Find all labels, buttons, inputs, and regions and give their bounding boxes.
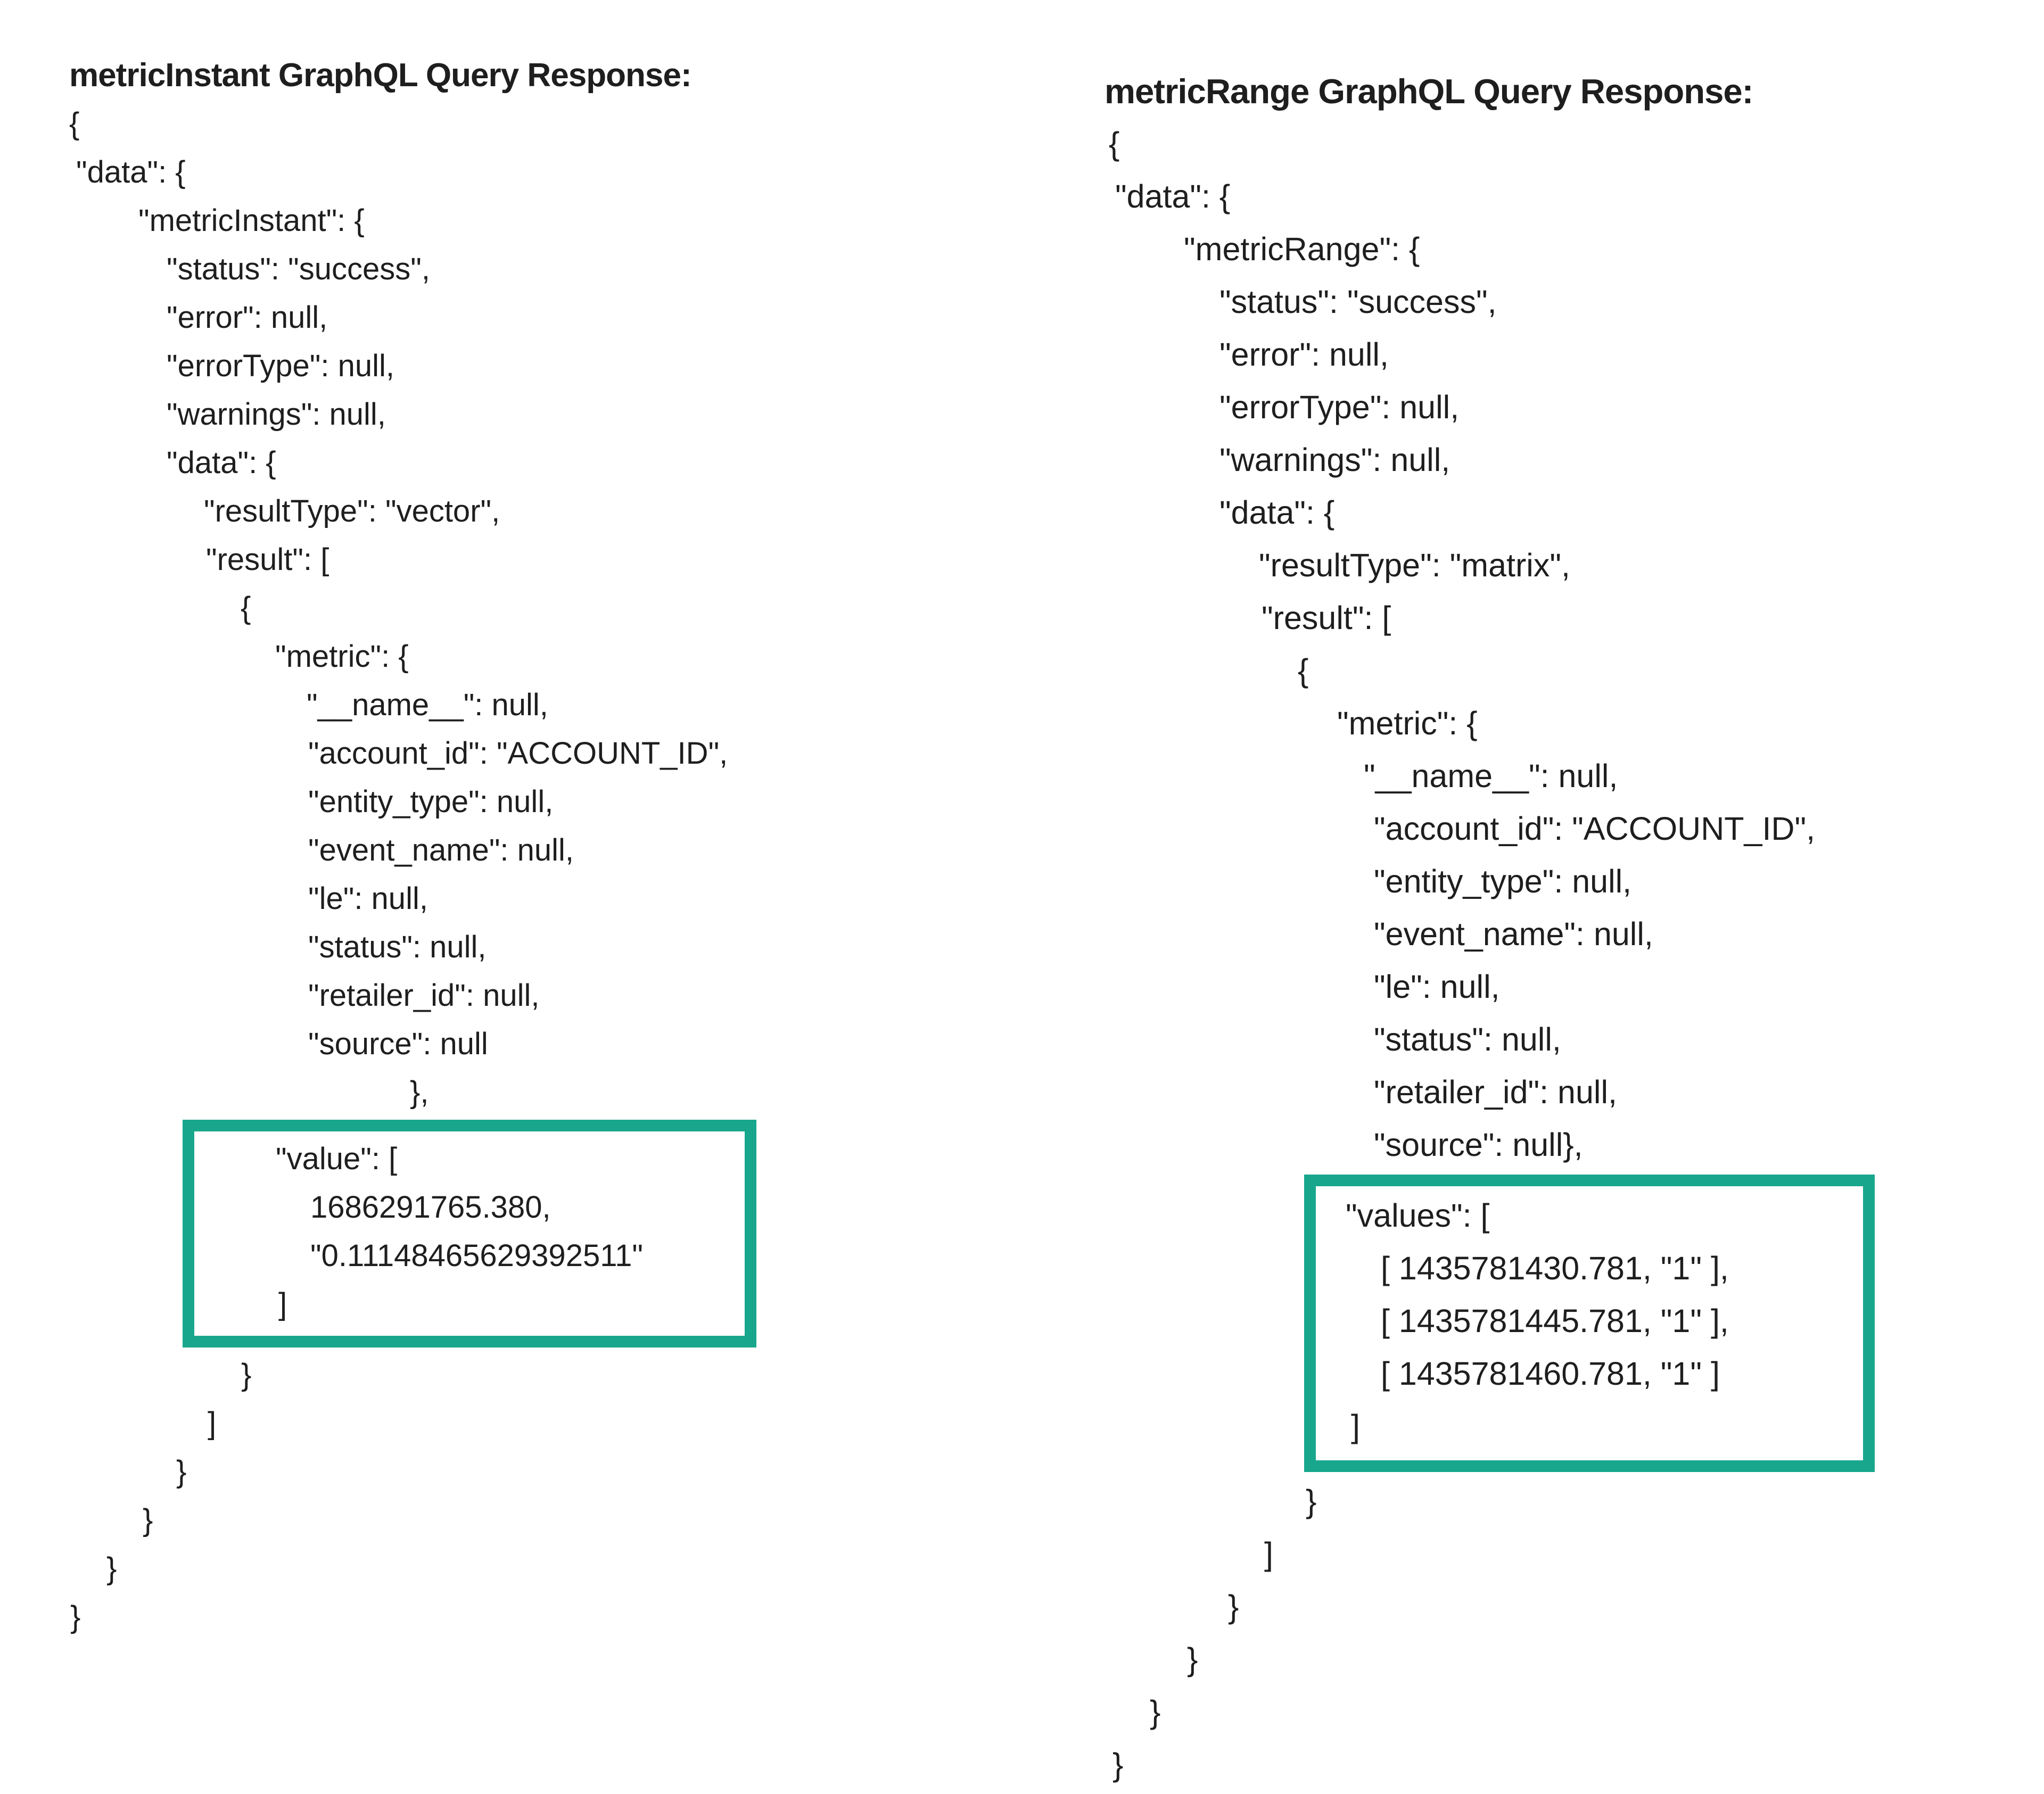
json-line: } (241, 1358, 252, 1392)
values-highlight-box: "values": [ [ 1435781430.781, "1" ], [ 143… (1304, 1175, 1875, 1472)
json-line: "metricRange": { (1184, 231, 1420, 267)
json-line: } (176, 1454, 187, 1489)
json-line: "warnings": null, (167, 397, 386, 432)
json-line: { (69, 106, 80, 141)
json-line: "account_id": "ACCOUNT_ID", (308, 736, 728, 771)
json-line: "0.11148465629392511" (310, 1238, 644, 1273)
json-line: "retailer_id": null, (308, 978, 540, 1013)
json-line: "error": null, (167, 300, 328, 335)
json-line: "value": [ (276, 1142, 398, 1176)
json-line: "data": { (167, 445, 276, 480)
json-line: "source": null}, (1374, 1127, 1583, 1163)
metric-range-json-top: { "data": { "metricRange": { "status": "suc… (1105, 118, 2041, 1171)
json-line: { (1109, 126, 1120, 162)
json-line: "metric": { (275, 639, 409, 674)
json-line: "result": [ (1262, 600, 1391, 636)
json-line: "metric": { (1337, 705, 1478, 741)
json-line: "status": null, (1374, 1021, 1561, 1057)
json-line: "warnings": null, (1219, 442, 1450, 478)
json-line: "event_name": null, (1374, 916, 1653, 952)
json-line: }, (410, 1075, 429, 1110)
metric-instant-json-top: { "data": { "metricInstant": { "status": "s… (69, 100, 1027, 1117)
json-line: "status": "success", (1219, 284, 1497, 320)
metric-instant-response-title: metricInstant GraphQL Query Response: (69, 57, 692, 94)
json-line: } (106, 1551, 117, 1586)
json-line: "entity_type": null, (1374, 863, 1632, 899)
json-line: "account_id": "ACCOUNT_ID", (1374, 811, 1816, 847)
json-line: "le": null, (1374, 969, 1500, 1005)
json-line: { (241, 591, 251, 625)
json-line: "resultType": "matrix", (1259, 547, 1570, 583)
json-line: "le": null, (308, 881, 428, 916)
metric-range-json-bottom: }]}}}} (1105, 1475, 2041, 1791)
json-line: "data": { (1219, 494, 1335, 531)
json-line: "__name__": null, (307, 688, 548, 722)
json-line: "retailer_id": null, (1374, 1074, 1617, 1110)
json-line: } (1306, 1483, 1317, 1519)
json-line: "data": { (1115, 178, 1231, 214)
json-line: ] (1351, 1408, 1360, 1444)
json-line: } (1112, 1747, 1124, 1783)
metric-range-response-block: metricRange GraphQL Query Response: { "da… (1105, 65, 2041, 1791)
json-line: } (1187, 1641, 1198, 1677)
json-line: "status": null, (308, 930, 487, 964)
json-line: "source": null (308, 1027, 488, 1061)
json-line: "errorType": null, (1219, 389, 1460, 425)
json-line: [ 1435781460.781, "1" ] (1381, 1355, 1720, 1392)
json-line: "__name__": null, (1364, 758, 1618, 794)
json-line: "values": [ (1346, 1197, 1490, 1234)
json-line: } (1228, 1589, 1239, 1625)
json-line: "event_name": null, (308, 833, 574, 867)
metric-instant-response-block: metricInstant GraphQL Query Response: { "… (69, 51, 1027, 1641)
json-line: "resultType": "vector", (204, 494, 500, 528)
json-line: { (1298, 652, 1309, 689)
json-line: ] (208, 1406, 217, 1441)
metric-instant-response-json: { "data": { "metricInstant": { "status": "s… (69, 100, 1027, 1641)
json-line: [ 1435781445.781, "1" ], (1381, 1303, 1729, 1339)
json-line: ] (1264, 1536, 1273, 1572)
json-line: "errorType": null, (167, 349, 395, 383)
json-line: } (143, 1503, 153, 1537)
json-line: "data": { (76, 155, 186, 189)
metric-range-response-title: metricRange GraphQL Query Response: (1105, 72, 1753, 111)
metric-instant-json-bottom: }]}}}} (69, 1351, 1027, 1641)
json-line: "metricInstant": { (138, 203, 365, 238)
json-line: "result": [ (206, 542, 329, 577)
metric-range-response-json: { "data": { "metricRange": { "status": "suc… (1105, 118, 2041, 1791)
json-line: "entity_type": null, (308, 784, 554, 819)
json-line: "error": null, (1219, 336, 1389, 373)
json-line: "status": "success", (167, 252, 430, 286)
json-line: 1686291765.380, (310, 1190, 551, 1225)
json-line: } (1150, 1694, 1161, 1730)
value-highlight-box: "value": [ 1686291765.380, "0.111484656293… (183, 1120, 756, 1347)
json-line: } (70, 1600, 81, 1634)
json-line: [ 1435781430.781, "1" ], (1381, 1250, 1729, 1286)
json-line: ] (278, 1287, 287, 1321)
